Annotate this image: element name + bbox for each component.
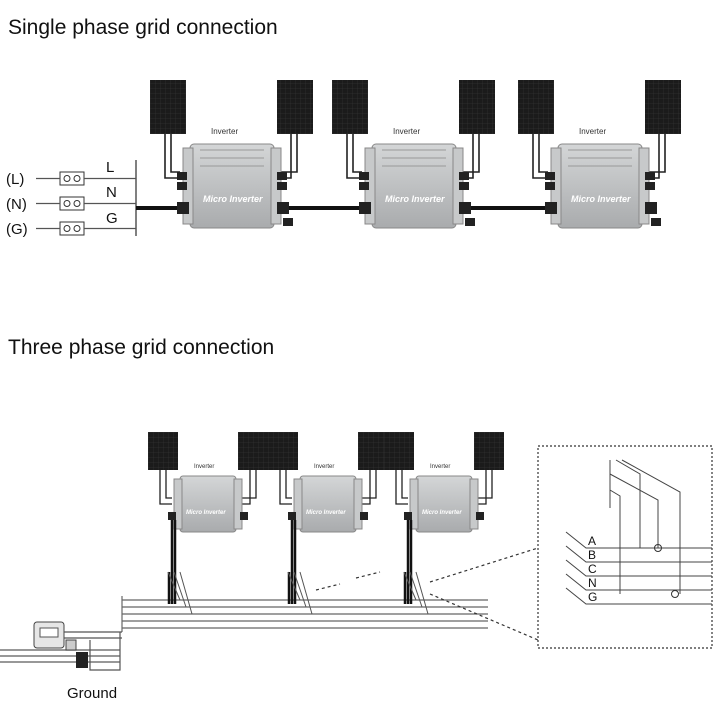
grid-label-n: (N)	[6, 196, 27, 213]
inverter-housing	[179, 475, 237, 533]
solar-panel	[332, 80, 368, 134]
inverter-small-1: Inverter Micro Inverter	[148, 432, 268, 604]
inverter-label: Inverter	[579, 127, 606, 136]
inverter-brand: Micro Inverter	[571, 194, 631, 204]
inverter-housing	[371, 143, 457, 229]
solar-panel	[148, 432, 178, 470]
ground-meter-assembly	[0, 621, 122, 671]
inverter-brand: Micro Inverter	[306, 510, 346, 516]
solar-panel	[268, 432, 298, 470]
ground-label: Ground	[67, 685, 117, 702]
inverter-label: Inverter	[194, 464, 214, 470]
solar-panel	[277, 80, 313, 134]
solar-panel	[518, 80, 554, 134]
solar-panel	[459, 80, 495, 134]
ground-rod	[76, 652, 88, 668]
solar-panel	[358, 432, 388, 470]
inverter-unit-2: Inverter Micro Inverter	[332, 80, 495, 229]
three-phase-title: Three phase grid connection	[8, 336, 275, 359]
inverter-housing	[415, 475, 473, 533]
solar-panel	[474, 432, 504, 470]
line-label-l: L	[106, 159, 114, 176]
inverter-small-2: Inverter Micro Inverter	[268, 432, 388, 604]
grid-wires	[36, 177, 136, 230]
single-phase-title: Single phase grid connection	[8, 16, 278, 39]
inverter-brand: Micro Inverter	[422, 510, 462, 516]
ac-drop-cable	[287, 520, 297, 604]
terminal-block-n	[59, 196, 85, 211]
inverter-unit-1: Inverter Micro Inverter	[150, 80, 313, 229]
solar-panel	[384, 432, 414, 470]
grid-label-g: (G)	[6, 221, 28, 238]
inverter-label: Inverter	[393, 127, 420, 136]
line-label-g: G	[106, 210, 118, 227]
dc-cables	[164, 134, 298, 179]
terminal-block-l	[59, 171, 85, 186]
inverter-label: Inverter	[430, 464, 450, 470]
three-phase-bus	[122, 599, 488, 629]
inverter-brand: Micro Inverter	[186, 510, 226, 516]
solar-panel	[150, 80, 186, 134]
inverter-label: Inverter	[211, 127, 238, 136]
ac-drop-cable	[167, 520, 177, 604]
zoom-pointer	[315, 547, 539, 641]
grid-label-l: (L)	[6, 171, 24, 188]
phase-label-n: N	[588, 576, 597, 590]
dc-cables	[346, 134, 480, 179]
dc-cables	[532, 134, 666, 179]
phase-label-b: B	[588, 548, 596, 562]
phase-detail-box: A B C N G	[537, 445, 713, 649]
phase-label-g: G	[588, 590, 597, 604]
inverter-housing	[557, 143, 643, 229]
solar-panel	[645, 80, 681, 134]
line-label-n: N	[106, 184, 117, 201]
terminal-block-g	[59, 221, 85, 236]
inverter-brand: Micro Inverter	[203, 194, 263, 204]
inverter-brand: Micro Inverter	[385, 194, 445, 204]
single-phase-diagram: (L) (N) (G) L N G Inverter Micro Inverte…	[6, 80, 681, 238]
inverter-unit-3: Inverter Micro Inverter	[518, 80, 681, 229]
inverter-housing	[299, 475, 357, 533]
ac-drop-cable	[403, 520, 413, 604]
three-phase-diagram: Inverter Micro Inverter Inverter Micro I…	[0, 432, 713, 702]
phase-label-a: A	[588, 534, 596, 548]
phase-label-c: C	[588, 562, 597, 576]
inverter-label: Inverter	[314, 464, 334, 470]
inverter-small-3: Inverter Micro Inverter	[384, 432, 504, 604]
inverter-housing	[189, 143, 275, 229]
solar-panel	[238, 432, 268, 470]
